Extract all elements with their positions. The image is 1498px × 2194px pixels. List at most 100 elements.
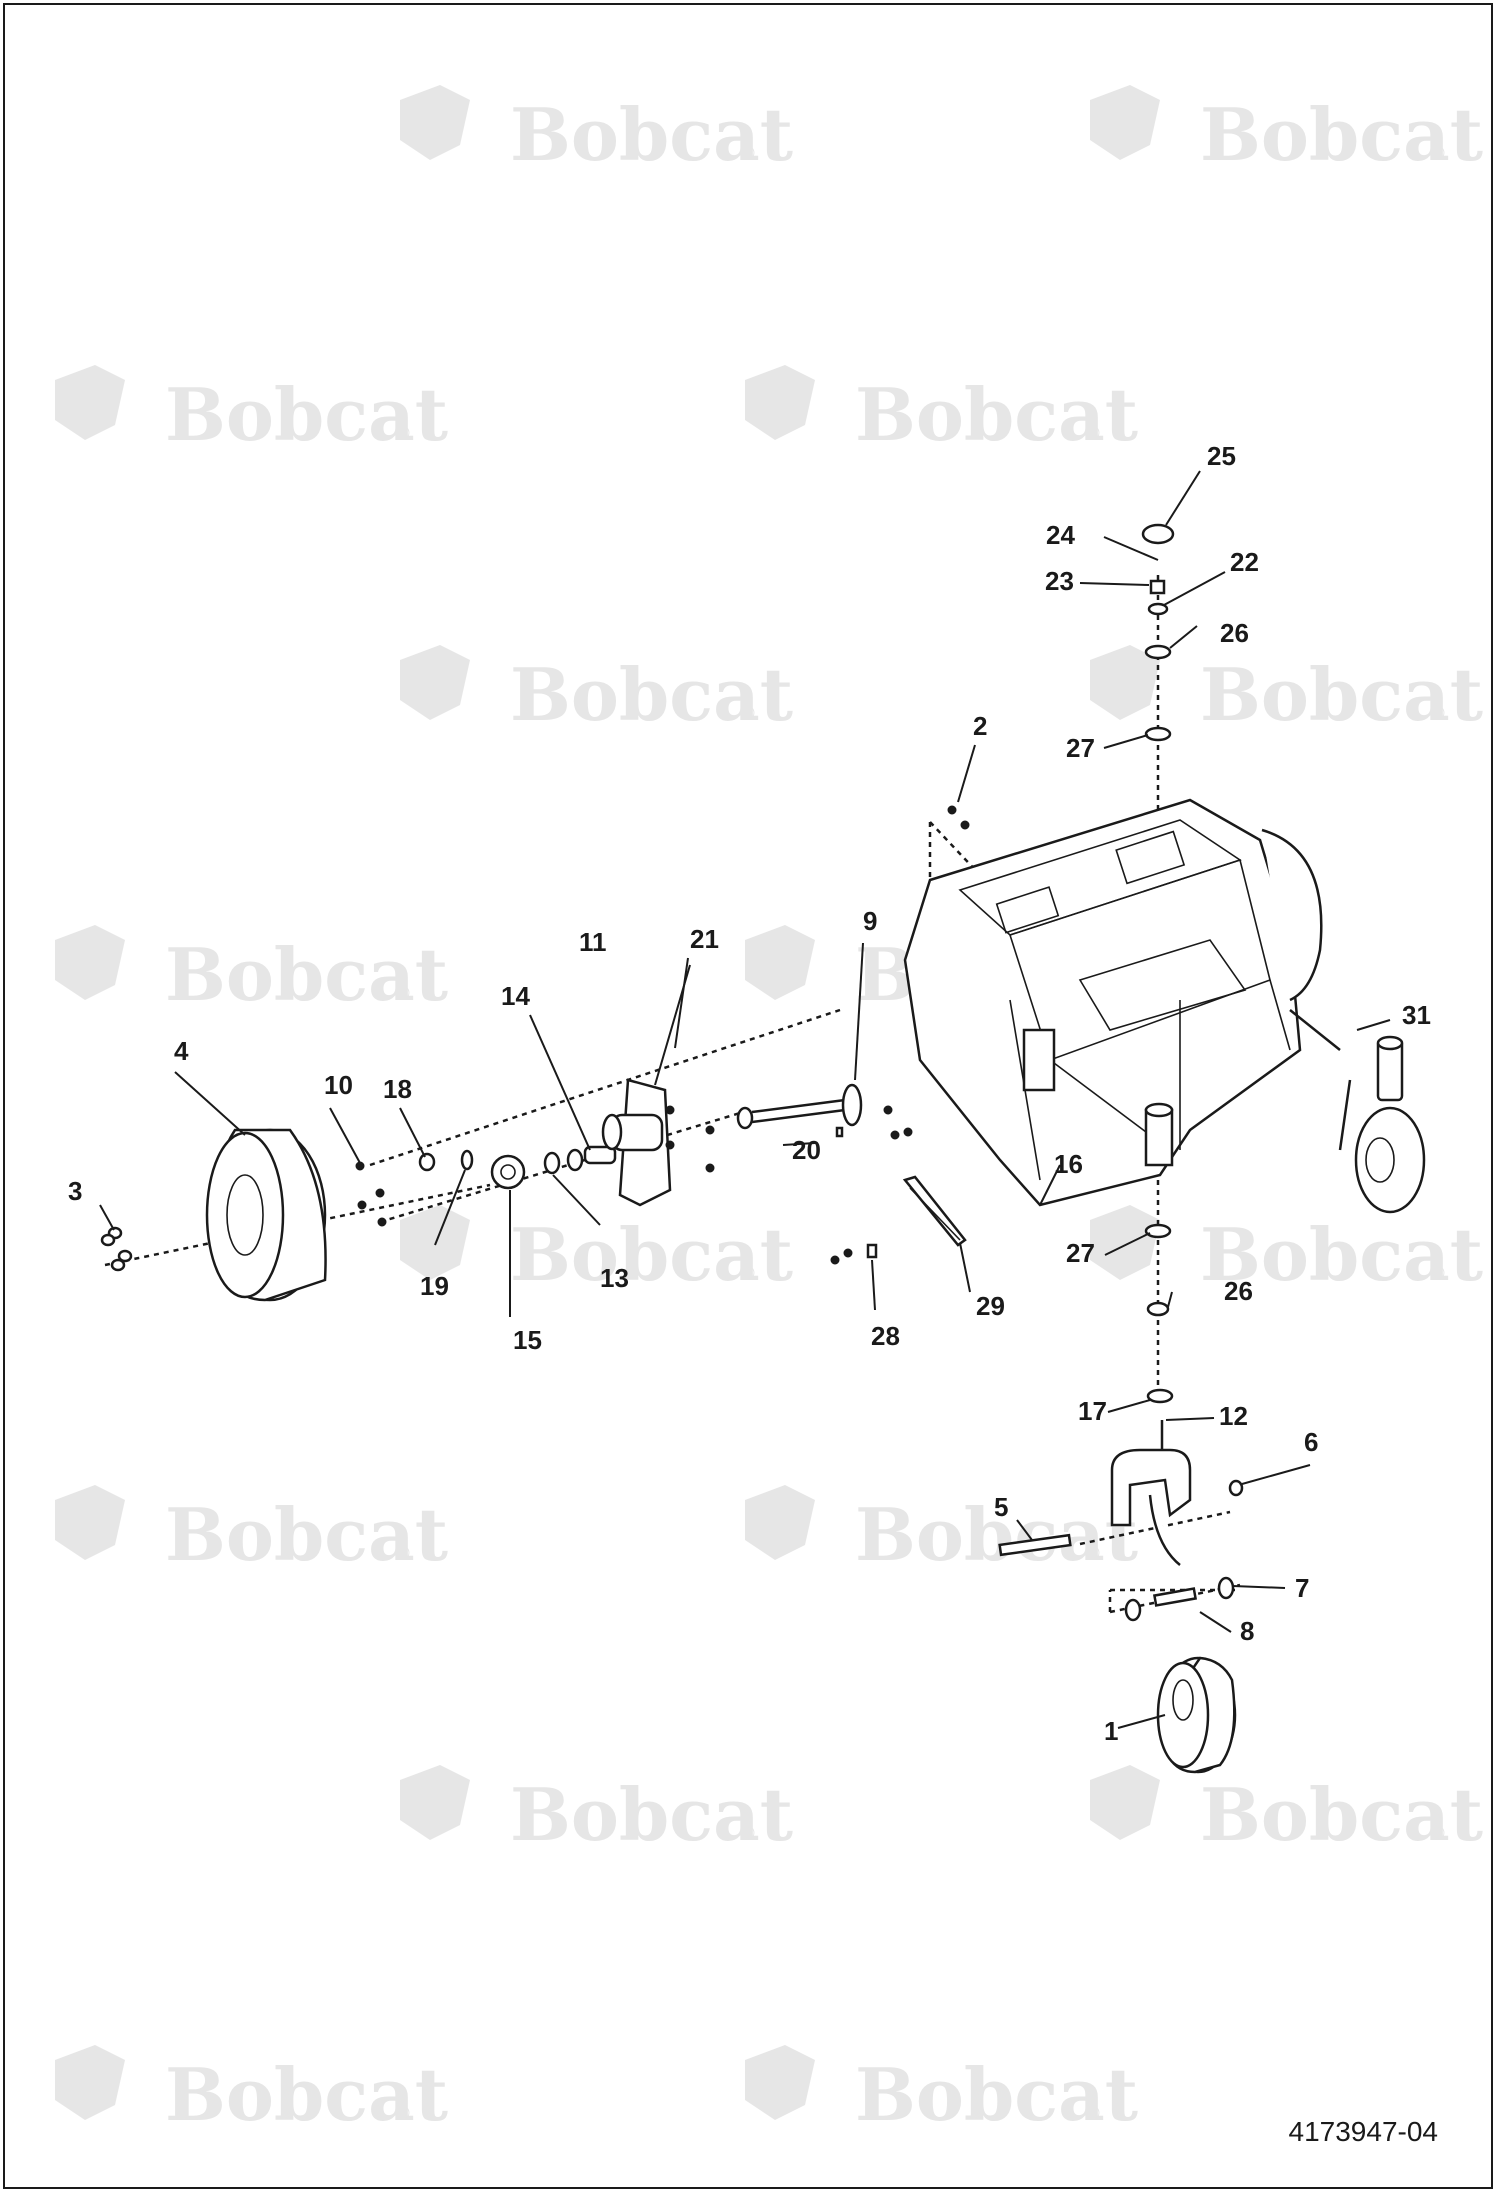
callout-9: 9 <box>863 906 877 936</box>
callout-23: 23 <box>1045 566 1074 596</box>
callout-14: 14 <box>501 981 530 1011</box>
leader-lines <box>99 470 1391 1729</box>
callout-31: 31 <box>1402 1000 1431 1030</box>
drive-wheel <box>205 1128 327 1302</box>
watermark-tile: Bobcat® <box>745 365 1138 457</box>
watermark-brand: Bobcat <box>510 1212 793 1297</box>
callout-5: 5 <box>994 1492 1008 1522</box>
watermark-brand: Bobcat <box>855 372 1138 457</box>
callout-3: 3 <box>68 1176 82 1206</box>
callout-27: 27 <box>1066 1238 1095 1268</box>
caster-stack <box>998 523 1244 1774</box>
watermark-reg-mark: ® <box>740 1823 755 1845</box>
watermark-reg-mark: ® <box>740 1263 755 1285</box>
watermark-brand: Bobcat <box>1200 92 1483 177</box>
callout-11: 11 <box>579 927 607 957</box>
callout-6: 6 <box>1304 1427 1318 1457</box>
callout-12: 12 <box>1219 1401 1248 1431</box>
watermark-tile: Bobcat® <box>400 1765 793 1857</box>
bobcat-logo-icon <box>1090 645 1160 720</box>
callout-22: 22 <box>1230 547 1259 577</box>
bobcat-logo-icon <box>1090 1765 1160 1840</box>
bobcat-logo-icon <box>745 365 815 440</box>
watermark-brand: Bobcat <box>510 652 793 737</box>
watermark-reg-mark: ® <box>1430 143 1445 165</box>
watermark-reg-mark: ® <box>395 1543 410 1565</box>
callout-10: 10 <box>324 1070 353 1100</box>
watermark-tile: Bobcat® <box>1090 645 1483 737</box>
callout-19: 19 <box>420 1271 449 1301</box>
watermark-tile: Bobcat® <box>1090 85 1483 177</box>
callout-13: 13 <box>600 1263 629 1293</box>
callout-15: 15 <box>513 1325 542 1355</box>
callout-20: 20 <box>792 1135 821 1165</box>
watermark-reg-mark: ® <box>1085 423 1100 445</box>
watermark-reg-mark: ® <box>1085 2103 1100 2125</box>
mower-frame <box>903 798 1426 1214</box>
bobcat-logo-icon <box>400 1765 470 1840</box>
watermark-brand: Bobcat <box>165 932 448 1017</box>
callout-8: 8 <box>1240 1616 1254 1646</box>
watermark-brand: Bobcat <box>510 92 793 177</box>
watermark-reg-mark: ® <box>1430 703 1445 725</box>
watermark-reg-mark: ® <box>395 2103 410 2125</box>
watermark-tile: Bobcat® <box>55 365 448 457</box>
watermark-reg-mark: ® <box>395 423 410 445</box>
watermark-tile: Bobcat® <box>400 1205 793 1297</box>
watermark-tile: Bobcat® <box>55 1485 448 1577</box>
callout-7: 7 <box>1295 1573 1309 1603</box>
watermark-brand: Bobcat <box>165 1492 448 1577</box>
watermark-tile: Bobcat® <box>55 925 448 1017</box>
callout-25: 25 <box>1207 441 1236 471</box>
watermark-tile: Bobcat® <box>1090 1765 1483 1857</box>
figure-frame <box>3 3 1493 2189</box>
watermark-tile: Bobcat® <box>400 645 793 737</box>
watermark-brand: Bobcat <box>1200 652 1483 737</box>
watermark-reg-mark: ® <box>395 983 410 1005</box>
watermark-brand: Bobcat <box>1200 1772 1483 1857</box>
callout-16: 16 <box>1054 1149 1083 1179</box>
callout-21: 21 <box>690 924 719 954</box>
watermark-reg-mark: ® <box>740 143 755 165</box>
bobcat-logo-icon <box>745 1485 815 1560</box>
watermark-reg-mark: ® <box>1430 1823 1445 1845</box>
watermark-tile: Bobcat® <box>745 2045 1138 2137</box>
callout-27: 27 <box>1066 733 1095 763</box>
watermark-tile: Bobcat® <box>1090 1205 1483 1297</box>
bobcat-logo-icon <box>1090 1205 1160 1280</box>
watermark-brand: Bobcat <box>1200 1212 1483 1297</box>
callout-26: 26 <box>1220 618 1249 648</box>
bobcat-logo-icon <box>745 2045 815 2120</box>
watermark-tile: Bobcat® <box>745 1485 1138 1577</box>
watermark-brand: Bobcat <box>855 1492 1138 1577</box>
watermark-layer: Bobcat®Bobcat®Bobcat®Bobcat®Bobcat®Bobca… <box>55 85 1483 2137</box>
watermark-reg-mark: ® <box>1430 1263 1445 1285</box>
bobcat-logo-icon <box>1090 85 1160 160</box>
watermark-brand: Bobcat <box>855 2052 1138 2137</box>
callout-28: 28 <box>871 1321 900 1351</box>
callout-labels: 1234567891011121314151617181920212223242… <box>68 441 1431 1746</box>
watermark-reg-mark: ® <box>1085 1543 1100 1565</box>
bobcat-logo-icon <box>55 2045 125 2120</box>
watermark-brand: Bobcat <box>165 372 448 457</box>
bobcat-logo-icon <box>55 925 125 1000</box>
callout-24: 24 <box>1046 520 1075 550</box>
bobcat-logo-icon <box>55 365 125 440</box>
watermark-tile: Bobcat® <box>55 2045 448 2137</box>
bobcat-logo-icon <box>400 85 470 160</box>
hub-parts <box>100 805 970 1272</box>
callout-17: 17 <box>1078 1396 1107 1426</box>
callout-2: 2 <box>973 711 987 741</box>
watermark-brand: Bobcat <box>165 2052 448 2137</box>
bobcat-logo-icon <box>745 925 815 1000</box>
callout-4: 4 <box>174 1036 189 1066</box>
callout-29: 29 <box>976 1291 1005 1321</box>
callout-26: 26 <box>1224 1276 1253 1306</box>
callout-1: 1 <box>1104 1716 1118 1746</box>
bobcat-logo-icon <box>400 645 470 720</box>
watermark-brand: Bobcat <box>510 1772 793 1857</box>
callout-18: 18 <box>383 1074 412 1104</box>
figure-number: 4173947-04 <box>1288 2116 1438 2147</box>
watermark-tile: Bobcat® <box>400 85 793 177</box>
